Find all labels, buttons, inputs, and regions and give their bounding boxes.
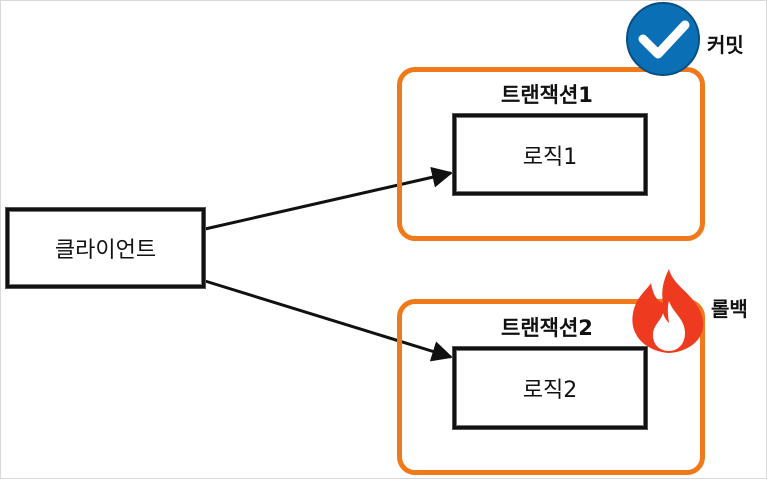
transaction2-title: 트랜잭션2: [501, 316, 593, 340]
rollback-label: 롤백: [711, 297, 748, 321]
client-box: 클라이언트: [6, 208, 205, 288]
arrow-client-to-logic1: [204, 166, 454, 231]
transaction1-title: 트랜잭션1: [501, 83, 593, 107]
transaction1-box: [397, 67, 705, 241]
logic1-box: 로직1: [453, 114, 647, 195]
logic1-label: 로직1: [522, 144, 578, 170]
transaction2-box: [397, 299, 705, 475]
client-label: 클라이언트: [54, 238, 157, 263]
logic2-label: 로직2: [522, 378, 578, 403]
commit-label: 커밋: [707, 33, 744, 57]
logic2-box: 로직2: [453, 347, 647, 429]
arrow-client-to-logic2: [204, 279, 454, 362]
